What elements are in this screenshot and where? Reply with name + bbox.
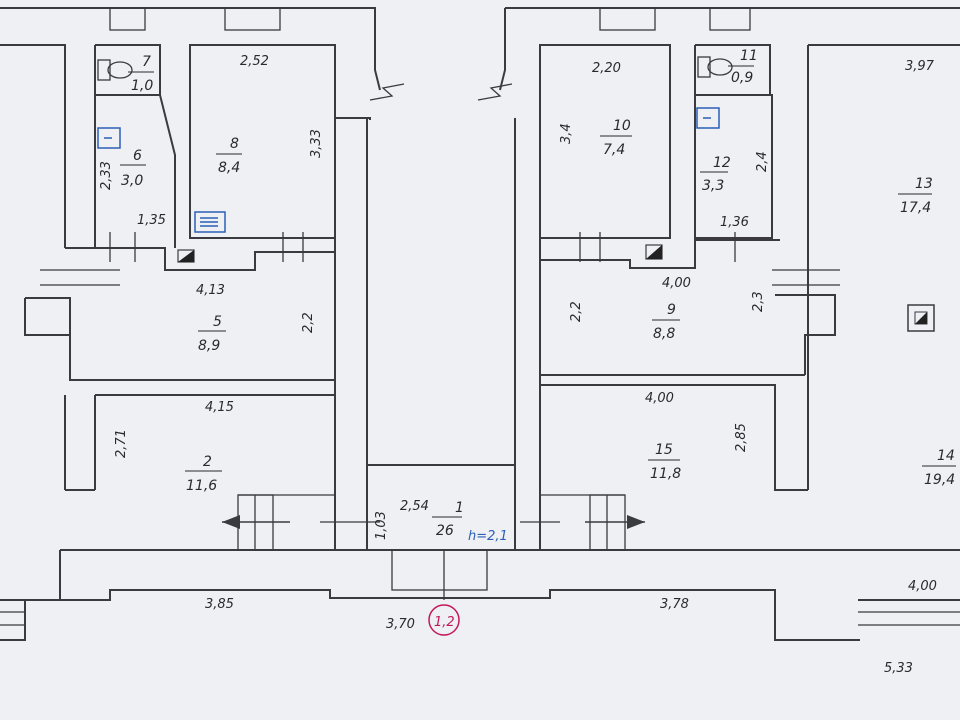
room-11: 11 0,9 <box>728 48 758 86</box>
room-area: 0,9 <box>731 70 753 86</box>
room-number: 2 <box>203 454 212 470</box>
room-number: 1 <box>455 500 464 516</box>
level-mark-icon <box>428 550 460 636</box>
dimension-label: 4,00 <box>908 579 937 594</box>
room-area: 7,4 <box>603 142 625 158</box>
room-area: 19,4 <box>924 472 955 488</box>
room-area: 1,0 <box>131 78 153 94</box>
dimension-label: 2,33 <box>99 161 114 190</box>
dimension-label: 2,20 <box>592 61 621 76</box>
dimension-label: 4,00 <box>662 276 691 291</box>
dimension-label: 3,78 <box>660 597 689 612</box>
room-area: 26 <box>436 523 454 539</box>
dimension-label: 2,54 <box>400 499 429 514</box>
room-number: 15 <box>655 442 673 458</box>
room-1: 1 26 <box>432 500 464 539</box>
radiator-icon <box>194 211 226 233</box>
room-number: 7 <box>142 54 151 70</box>
room-12: 12 3,3 <box>700 155 731 194</box>
dimension-label: 2,3 <box>751 291 766 312</box>
walls <box>0 7 960 641</box>
dimension-label: 1,03 <box>374 511 389 540</box>
sink-icon <box>696 107 720 129</box>
room-area: 17,4 <box>900 200 931 216</box>
level-mark-label: 1,2 <box>434 615 455 630</box>
room-number: 13 <box>915 176 933 192</box>
dimension-label: 2,52 <box>240 54 269 69</box>
room-area: 8,8 <box>653 326 675 342</box>
dimension-label: 3,4 <box>559 123 574 144</box>
room-area: 11,8 <box>650 466 681 482</box>
dimension-label: 4,13 <box>196 283 225 298</box>
door-marks <box>40 232 840 523</box>
room-6: 6 3,0 <box>120 148 146 189</box>
vent-shaft-icon <box>645 244 663 260</box>
room-8: 8 8,4 <box>216 136 242 176</box>
dimension-label: 2,2 <box>569 301 584 322</box>
dimension-label: 4,15 <box>205 400 234 415</box>
vent-shaft-icon <box>177 249 195 263</box>
room-14: 14 19,4 <box>922 448 956 488</box>
room-number: 12 <box>713 155 731 171</box>
room-9: 9 8,8 <box>652 302 680 342</box>
room-labels: 1 26 2 11,6 5 8,9 6 3,0 7 1,0 8 8,4 <box>120 48 956 539</box>
dimension-label: 3,70 <box>386 617 415 632</box>
toilet-icon <box>97 59 133 81</box>
room-number: 5 <box>213 314 222 330</box>
room-area: 3,3 <box>702 178 724 194</box>
room-area: 8,9 <box>198 338 220 354</box>
dimension-label: 2,2 <box>301 312 316 333</box>
room-number: 9 <box>667 302 676 318</box>
room-area: 11,6 <box>186 478 217 494</box>
dimension-label: 5,33 <box>884 661 913 676</box>
room-5: 5 8,9 <box>198 314 226 354</box>
fixtures <box>97 56 935 636</box>
room-area: 3,0 <box>121 173 143 189</box>
dimension-label: 4,00 <box>645 391 674 406</box>
dimension-label: 3,85 <box>205 597 234 612</box>
room-13: 13 17,4 <box>898 176 933 216</box>
room-number: 8 <box>230 136 239 152</box>
room-number: 11 <box>740 48 758 64</box>
room-number: 10 <box>613 118 631 134</box>
dimension-label: 3,33 <box>309 129 324 158</box>
column-icon <box>907 304 935 332</box>
dimension-label: 2,4 <box>755 151 770 172</box>
sink-icon <box>97 127 121 149</box>
toilet-icon <box>697 56 733 78</box>
dimension-label: 3,97 <box>905 59 935 74</box>
room-15: 15 11,8 <box>648 442 681 482</box>
room-7: 7 1,0 <box>128 54 154 94</box>
dimension-label: 2,71 <box>114 429 129 458</box>
room-area: 8,4 <box>218 160 240 176</box>
dimension-label: 1,36 <box>720 215 749 230</box>
room-10: 10 7,4 <box>600 118 632 158</box>
dimension-label: 2,85 <box>734 423 749 452</box>
exit-arrows <box>222 515 645 529</box>
dimension-labels: 2,52 3,33 2,33 1,35 4,13 2,2 4,15 2,71 1… <box>99 54 937 676</box>
room-number: 14 <box>937 448 955 464</box>
room-number: 6 <box>133 148 142 164</box>
ceiling-height-label: h=2,1 <box>468 529 508 544</box>
dimension-label: 1,35 <box>137 213 166 228</box>
room-2: 2 11,6 <box>185 454 222 494</box>
